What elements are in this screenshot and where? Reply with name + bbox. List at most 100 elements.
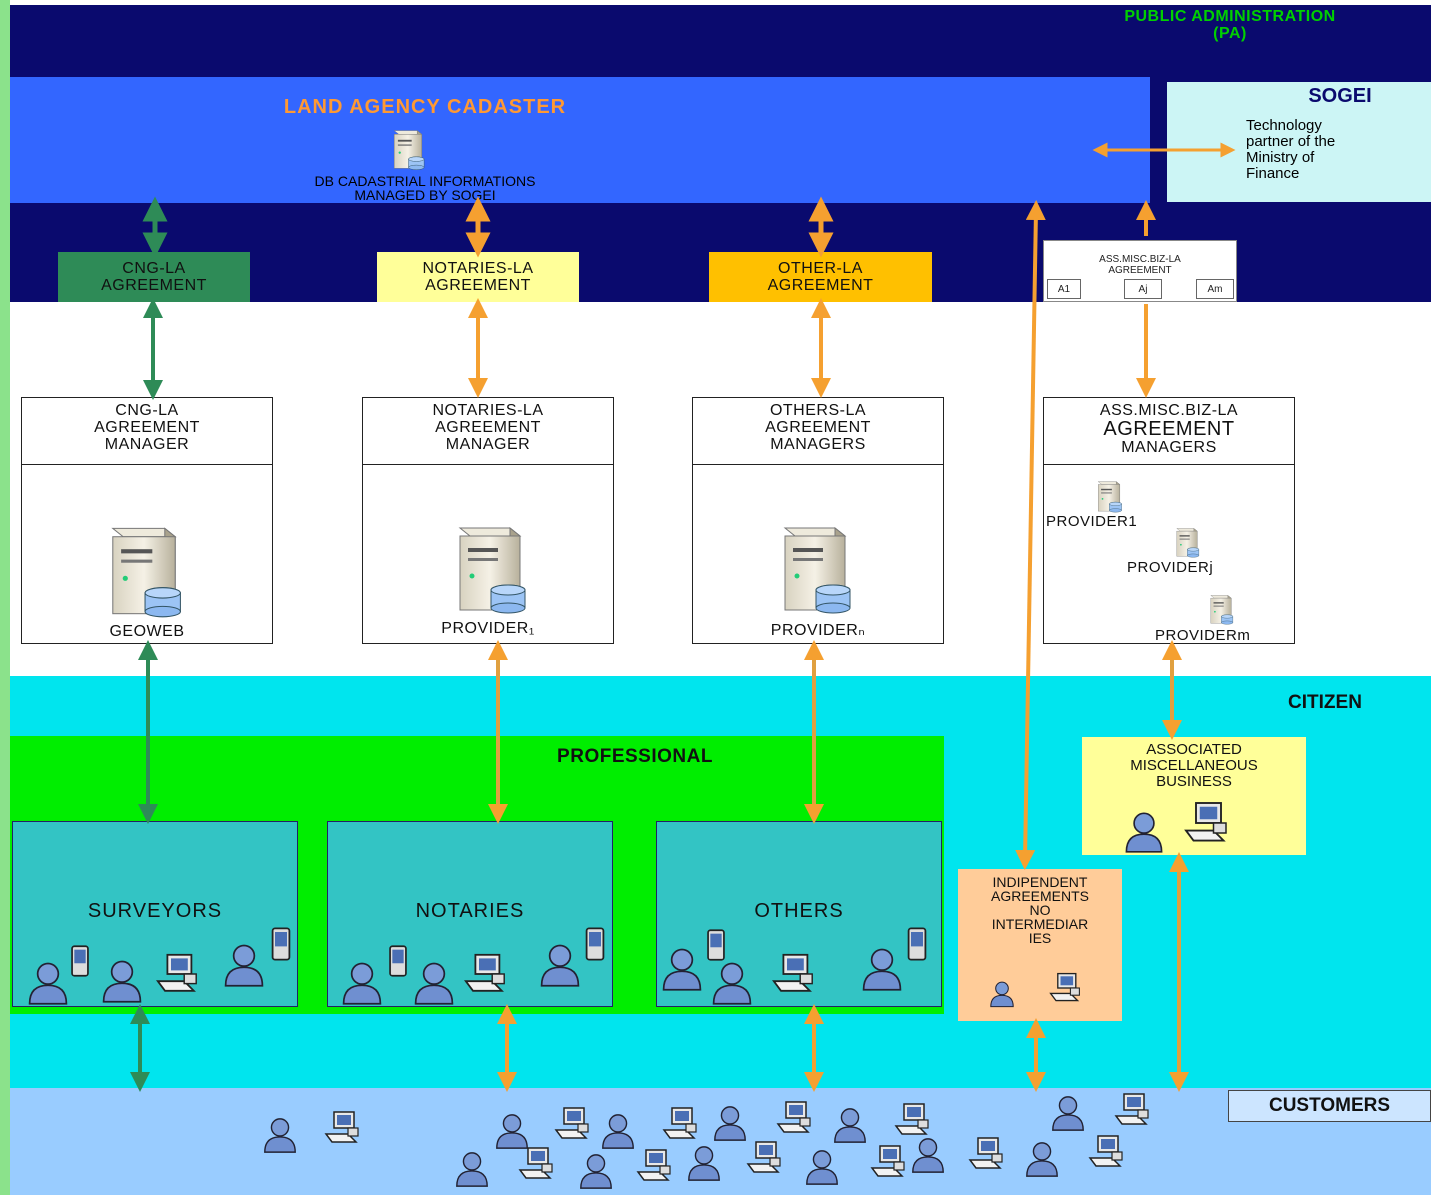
others-manager-header: OTHERS-LA AGREEMENT MANAGERS bbox=[693, 398, 943, 465]
cng-manager-header: CNG-LA AGREEMENT MANAGER bbox=[22, 398, 272, 465]
notary-pc-icon bbox=[464, 953, 506, 992]
providern-label: PROVIDERₙ bbox=[770, 622, 866, 639]
ass-manager-line3: MANAGERS bbox=[1121, 439, 1217, 456]
notary-person-icon bbox=[342, 962, 382, 1005]
sogei-title: SOGEI bbox=[1308, 85, 1372, 107]
associated-line3: BUSINESS bbox=[1156, 773, 1232, 790]
customer-pc-icon bbox=[969, 1137, 1003, 1169]
notary-phone-icon bbox=[389, 945, 407, 977]
customer-pc-icon bbox=[555, 1107, 589, 1139]
ass-providerm-label: PROVIDERm bbox=[1155, 627, 1251, 644]
other-person-icon bbox=[712, 962, 752, 1005]
other-pc-icon bbox=[772, 953, 814, 992]
notary-phone-icon bbox=[585, 927, 605, 961]
land-agency-title: LAND AGENCY CADASTER bbox=[283, 96, 567, 118]
other-phone-icon bbox=[707, 929, 725, 961]
notary-person-icon bbox=[540, 944, 580, 987]
customers-label: CUSTOMERS bbox=[1228, 1090, 1431, 1122]
notaries-manager-header: NOTARIES-LA AGREEMENT MANAGER bbox=[363, 398, 613, 465]
customer-person-icon bbox=[687, 1146, 721, 1181]
customer-person-icon bbox=[713, 1106, 747, 1141]
geoweb-label: GEOWEB bbox=[109, 623, 185, 640]
left-strip bbox=[0, 0, 10, 1195]
independent-line5: IES bbox=[1028, 930, 1052, 946]
independent-line1: INDIPENDENT bbox=[992, 874, 1088, 890]
ass-agreement-line2: AGREEMENT bbox=[1108, 265, 1172, 276]
notaries-manager-line2: AGREEMENT bbox=[435, 419, 541, 436]
associated-line1: ASSOCIATED bbox=[1146, 741, 1242, 758]
other-person-icon bbox=[662, 948, 702, 991]
surveyor-person-icon bbox=[224, 944, 264, 987]
customer-pc-icon bbox=[325, 1111, 359, 1143]
customers-area bbox=[10, 1088, 1431, 1195]
associated-person-icon bbox=[1125, 812, 1163, 853]
other-agreement-line2: AGREEMENT bbox=[767, 277, 874, 294]
other-phone-icon bbox=[907, 927, 927, 961]
citizen-label: CITIZEN bbox=[1288, 692, 1362, 713]
cng-agreement-line1: CNG-LA bbox=[122, 260, 186, 277]
independent-agreements-label: INDIPENDENT AGREEMENTS NO INTERMEDIAR IE… bbox=[958, 875, 1122, 945]
associated-pc-icon bbox=[1184, 801, 1228, 842]
land-agency-db-label: DB CADASTRIAL INFORMATIONS MANAGED BY SO… bbox=[150, 174, 700, 202]
independent-agreements-box bbox=[958, 869, 1122, 1021]
customer-person-icon bbox=[1025, 1142, 1059, 1177]
customer-person-icon bbox=[601, 1114, 635, 1149]
sogei-desc-line1: Technology bbox=[1246, 117, 1322, 134]
pa-label-line1: PUBLIC ADMINISTRATION bbox=[1124, 8, 1336, 25]
sogei-desc-line2: partner of the bbox=[1246, 133, 1336, 150]
ass-manager-header: ASS.MISC.BIZ-LA AGREEMENT MANAGERS bbox=[1044, 398, 1294, 465]
pa-label-line2: (PA) bbox=[1213, 25, 1247, 42]
independent-line4: INTERMEDIAR bbox=[991, 916, 1089, 932]
surveyor-phone-icon bbox=[71, 945, 89, 977]
surveyor-pc-icon bbox=[156, 953, 198, 992]
customer-pc-icon bbox=[637, 1149, 671, 1181]
ass-agreement-title: ASS.MISC.BIZ-LA AGREEMENT bbox=[1043, 254, 1237, 276]
customer-pc-icon bbox=[747, 1141, 781, 1173]
other-person-icon bbox=[862, 948, 902, 991]
ass-providerj-server-icon bbox=[1176, 528, 1200, 558]
notaries-label: NOTARIES bbox=[415, 900, 525, 922]
ass-agreement-line1: ASS.MISC.BIZ-LA bbox=[1099, 254, 1181, 265]
others-manager-line1: OTHERS-LA bbox=[769, 402, 867, 419]
ass-providerj-label: PROVIDERj bbox=[1127, 559, 1214, 576]
db-line1: DB CADASTRIAL INFORMATIONS bbox=[314, 173, 536, 189]
associated-business-label: ASSOCIATED MISCELLANEOUS BUSINESS bbox=[1082, 742, 1306, 790]
customer-person-icon bbox=[495, 1114, 529, 1149]
sogei-desc-line3: Ministry of bbox=[1246, 149, 1315, 166]
customer-person-icon bbox=[805, 1150, 839, 1185]
cng-manager-line3: MANAGER bbox=[104, 436, 190, 453]
customer-person-icon bbox=[455, 1152, 489, 1187]
customer-person-icon bbox=[579, 1154, 613, 1189]
sogei-box bbox=[1167, 82, 1431, 202]
customer-pc-icon bbox=[519, 1147, 553, 1179]
customer-pc-icon bbox=[871, 1145, 905, 1177]
ass-cell-aj: Aj bbox=[1124, 279, 1162, 299]
ass-cell-am: Am bbox=[1196, 279, 1234, 299]
customer-pc-icon bbox=[663, 1107, 697, 1139]
customer-person-icon bbox=[1051, 1096, 1085, 1131]
notaries-agreement-line1: NOTARIES-LA bbox=[422, 260, 534, 277]
other-agreement-line1: OTHER-LA bbox=[778, 260, 863, 277]
independent-line3: NO bbox=[1029, 902, 1051, 918]
customer-pc-icon bbox=[895, 1103, 929, 1135]
geoweb-server-icon bbox=[112, 527, 182, 618]
surveyors-label: SURVEYORS bbox=[87, 900, 223, 922]
provider1-label: PROVIDER₁ bbox=[441, 620, 535, 637]
pa-label: PUBLIC ADMINISTRATION (PA) bbox=[1060, 8, 1400, 42]
customer-person-icon bbox=[911, 1138, 945, 1173]
ass-provider1-server-icon bbox=[1097, 481, 1122, 513]
independent-line2: AGREEMENTS bbox=[990, 888, 1089, 904]
others-manager-line3: MANAGERS bbox=[770, 436, 866, 453]
independent-person-icon bbox=[990, 981, 1014, 1008]
cng-manager-line1: CNG-LA bbox=[115, 402, 179, 419]
associated-line2: MISCELLANEOUS bbox=[1130, 757, 1258, 774]
surveyor-person-icon bbox=[28, 962, 68, 1005]
ass-manager-box: ASS.MISC.BIZ-LA AGREEMENT MANAGERS bbox=[1043, 397, 1295, 644]
notaries-agreement-line2: AGREEMENT bbox=[425, 277, 531, 294]
sogei-desc-line4: Finance bbox=[1246, 165, 1300, 182]
land-agency-box bbox=[10, 77, 1150, 203]
independent-pc-icon bbox=[1049, 972, 1081, 1002]
